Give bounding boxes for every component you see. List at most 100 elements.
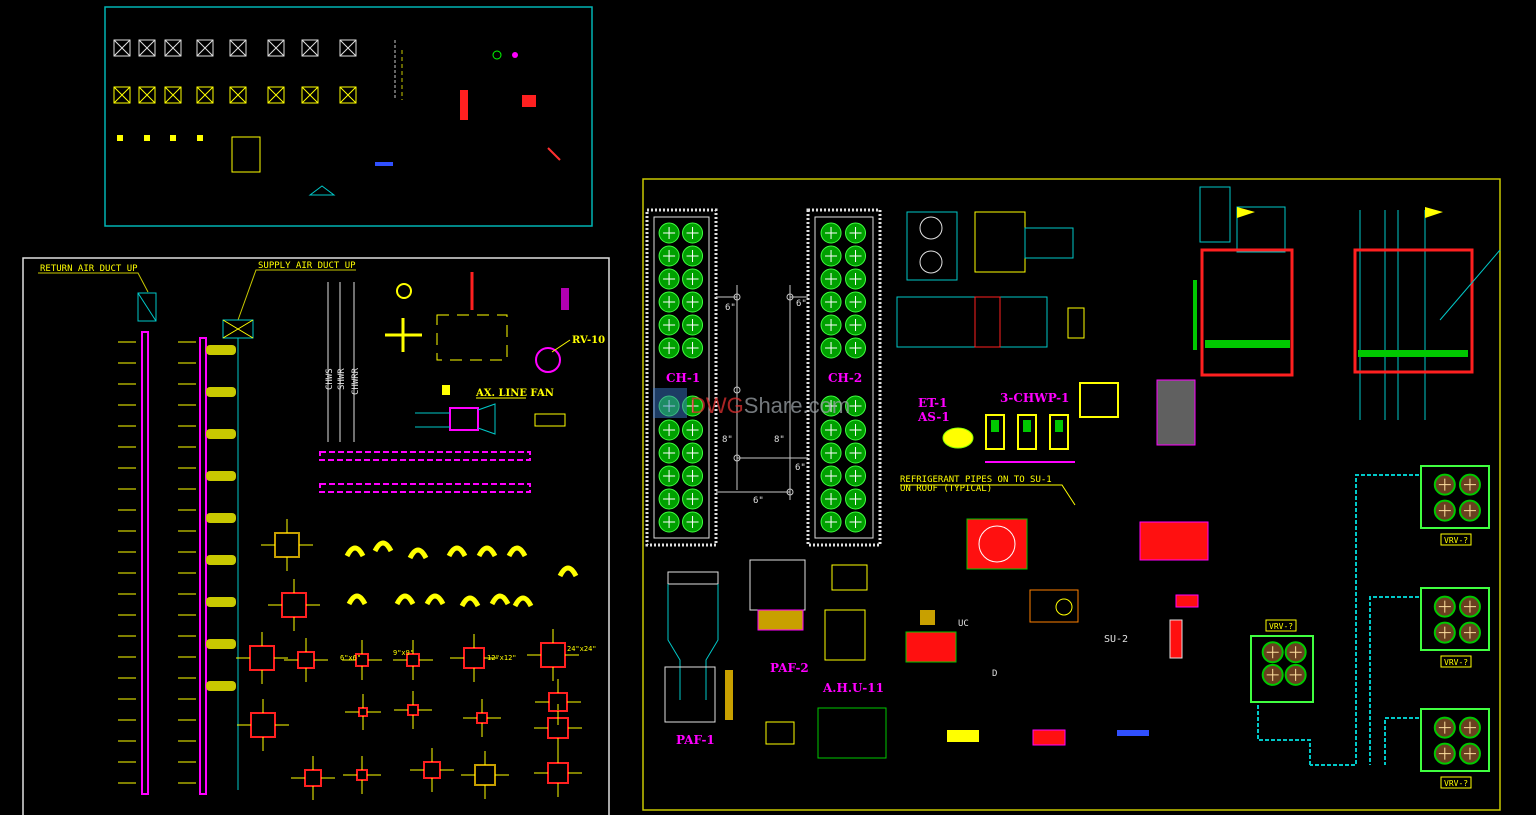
fan-blades bbox=[1463, 747, 1476, 760]
fan-blades bbox=[1289, 646, 1302, 659]
diffuser-symbol bbox=[267, 86, 285, 104]
flex-duct bbox=[446, 545, 468, 558]
diffuser-plan bbox=[249, 645, 275, 671]
flex-duct bbox=[512, 595, 534, 608]
vrv-label: VRV-? bbox=[1269, 622, 1293, 631]
pump bbox=[1049, 414, 1069, 450]
airflow-arrows bbox=[527, 629, 579, 681]
fan-blades bbox=[849, 424, 862, 436]
paf-1-label: PAF-1 bbox=[676, 733, 715, 747]
diffuser-symbol-cross bbox=[301, 86, 319, 104]
pipe-size: 6" bbox=[796, 299, 807, 309]
flex-duct bbox=[407, 547, 429, 560]
flex-connector bbox=[206, 471, 236, 481]
expansion-tank bbox=[942, 427, 974, 449]
fan-blades bbox=[663, 447, 676, 459]
pump bbox=[985, 414, 1005, 450]
flex-connector bbox=[206, 513, 236, 523]
fan-blades bbox=[849, 250, 862, 262]
fan-blades bbox=[686, 250, 699, 262]
airflow-arrows bbox=[450, 634, 498, 682]
pipe-size: 6" bbox=[795, 463, 806, 473]
diffuser-symbol-cross bbox=[164, 86, 182, 104]
flex-connector bbox=[206, 387, 236, 397]
duct-size-labels: 6"x6" 9"x9" 12"x12" 24"x24" bbox=[340, 645, 597, 662]
flex-connector bbox=[206, 555, 236, 565]
diffuser-plan bbox=[304, 769, 322, 787]
fan-blades bbox=[1463, 504, 1476, 517]
lower-equipment bbox=[664, 559, 1199, 759]
diffuser-symbol-cross bbox=[113, 39, 131, 57]
diffuser-plan bbox=[463, 647, 485, 669]
diffuser-plan bbox=[356, 769, 368, 781]
chiller-inner bbox=[653, 216, 710, 539]
diffuser-symbol-grid bbox=[113, 39, 357, 141]
diffuser-plan bbox=[250, 712, 276, 738]
flex-connector bbox=[206, 681, 236, 691]
fan-blades bbox=[686, 273, 699, 285]
airflow-arrows bbox=[342, 640, 382, 680]
flex-connector bbox=[206, 597, 236, 607]
flex-duct bbox=[506, 545, 528, 558]
as-label: AS-1 bbox=[917, 410, 950, 424]
diffuser-plan bbox=[274, 532, 300, 558]
fan-blades bbox=[1438, 721, 1451, 734]
diffuser-symbol bbox=[339, 86, 357, 104]
fan-blades bbox=[1438, 504, 1451, 517]
airflow-arrows bbox=[236, 632, 288, 684]
axial-fan-label: AX. LINE FAN bbox=[475, 388, 554, 399]
fan-blades bbox=[686, 424, 699, 436]
diffuser-symbol bbox=[196, 86, 214, 104]
pipe-size: 6" bbox=[753, 496, 764, 506]
chiller-piping bbox=[716, 285, 808, 500]
diffuser-symbol bbox=[301, 39, 319, 57]
condensing-unit bbox=[966, 518, 1028, 570]
symbol-legend-frame bbox=[104, 6, 593, 227]
fan-blades bbox=[686, 296, 699, 308]
ahu-coil-unit bbox=[1079, 382, 1119, 418]
diffuser-symbol-cross bbox=[138, 86, 156, 104]
grille-symbol bbox=[144, 135, 150, 141]
fan-blades bbox=[1463, 478, 1476, 491]
fan-blades bbox=[825, 400, 838, 412]
d-label: D bbox=[992, 669, 997, 679]
return-air-duct: RETURN AIR DUCT UP bbox=[38, 264, 157, 795]
fan-blades bbox=[663, 342, 676, 354]
size-label: 9"x9" bbox=[393, 649, 414, 657]
diffuser-symbol-cross bbox=[138, 39, 156, 57]
paf-2-label: PAF-2 bbox=[770, 661, 809, 675]
fan-blades bbox=[1438, 626, 1451, 639]
diffuser-plan bbox=[474, 764, 496, 786]
diffuser-plan bbox=[297, 651, 315, 669]
refrigerant-note-line2: ON ROOF (TYPICAL) bbox=[900, 484, 992, 494]
flex-duct bbox=[346, 593, 368, 606]
fan-blades bbox=[686, 447, 699, 459]
airflow-arrows bbox=[410, 748, 454, 792]
air-handling-unit bbox=[1156, 379, 1196, 446]
chiller-1-label: CH-1 bbox=[666, 371, 700, 385]
diffuser-symbol-cross bbox=[339, 39, 357, 57]
diffuser-plan bbox=[423, 761, 441, 779]
flex-duct bbox=[459, 595, 481, 608]
diffuser-symbol bbox=[164, 86, 182, 104]
flex-duct bbox=[476, 545, 498, 558]
fan-blades bbox=[849, 400, 862, 412]
fan-blades bbox=[663, 250, 676, 262]
vrv-label-box bbox=[1265, 619, 1297, 632]
grille-symbol bbox=[197, 135, 203, 141]
fan-blades bbox=[686, 400, 699, 412]
rv-label: RV-10 bbox=[572, 335, 605, 346]
vrv-unit bbox=[1250, 635, 1314, 703]
flex-duct bbox=[344, 545, 366, 558]
supply-air-duct: SUPPLY AIR DUCT UP bbox=[199, 261, 356, 795]
vrv-unit bbox=[1420, 708, 1490, 772]
vrv-label-box bbox=[1440, 655, 1472, 668]
airflow-arrows bbox=[291, 756, 335, 800]
pipe-label-chwrr: CHWRR bbox=[351, 367, 361, 395]
fan-blades bbox=[825, 227, 838, 239]
fan-blades bbox=[849, 342, 862, 354]
fan-blades bbox=[663, 273, 676, 285]
fan-blades bbox=[686, 227, 699, 239]
chilled-water-pumps bbox=[985, 414, 1075, 463]
